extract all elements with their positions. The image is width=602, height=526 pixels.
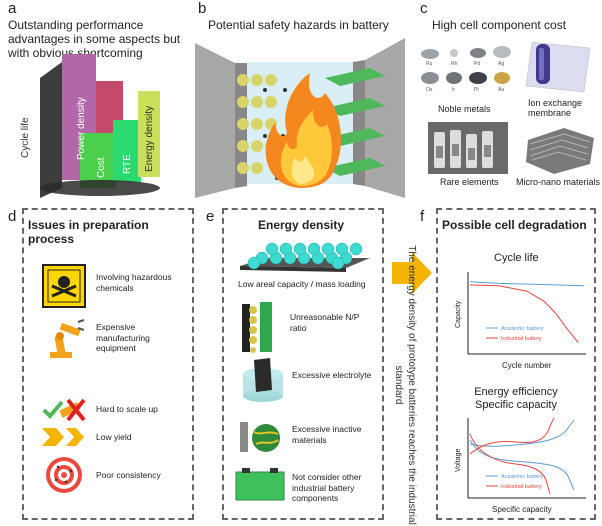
bar-label-energy-density: Energy density (144, 106, 155, 172)
panel-a-bar-chart: Cycle life Power density Cost RTE Energy… (20, 54, 160, 198)
panel-c-title: High cell component cost (432, 18, 567, 32)
panel-e-box (222, 208, 384, 520)
academic-charge-curve (469, 419, 575, 447)
panel-d-letter: d (8, 208, 17, 225)
chart2-legend-label-0: Academic battery (501, 474, 544, 480)
issue-poor-consistency: Poor consistency (96, 470, 161, 480)
np-ratio-icon (242, 302, 272, 353)
panel-f-box (436, 208, 596, 520)
issue-excessive-electrolyte: Excessive electrolyte (292, 370, 372, 380)
mass-loading-caption: Low areal capacity / mass loading (238, 279, 366, 289)
panel-e-letter: e (206, 208, 215, 225)
electrolyte-icon (243, 358, 283, 402)
panel-d-box (22, 208, 194, 520)
industrial-discharge-curve (469, 433, 551, 495)
panel-b-title: Potential safety hazards in battery (208, 18, 389, 32)
bar-label-power-density: Power density (76, 97, 87, 160)
chart1-series-0 (469, 281, 585, 287)
rare-elements-label: Rare elements (440, 177, 499, 187)
issue-np-ratio: Unreasonable N/P ratio (290, 312, 360, 333)
scale-up-icon (42, 398, 86, 422)
noble-metals-image: Ru Rh Pd Ag Os Ir Pt Au (421, 46, 511, 93)
micro-nano-image (524, 120, 596, 176)
academic-discharge-curve (469, 439, 575, 491)
cycle-life-chart: Capacity Cycle number Academic batteryIn… (455, 272, 586, 370)
panel-e-title: Energy density (258, 218, 345, 232)
ion-membrane-image (525, 41, 591, 93)
metal-label-2: Pd (474, 61, 480, 67)
industrial-charge-curve (469, 417, 555, 455)
rte-bar (113, 120, 141, 182)
micro-nano-label: Micro-nano materials (516, 177, 601, 187)
metal-label-4: Os (426, 87, 433, 93)
low-yield-icon (42, 428, 84, 446)
metal-label-6: Pt (474, 87, 479, 93)
chart1-legend-label-1: Industrial battery (501, 336, 542, 342)
bar-label-cycle-life: Cycle life (20, 117, 31, 158)
panel-a-letter: a (8, 0, 17, 17)
progress-arrow-icon (392, 252, 432, 294)
arrow-caption: The energy density of prototype batterie… (393, 245, 417, 525)
hazard-icon (42, 264, 86, 308)
panel-a-title: Outstanding performance advantages in so… (8, 18, 181, 60)
battery-fire-illustration (195, 38, 405, 198)
metal-label-5: Ir (452, 87, 455, 93)
metal-label-0: Ru (426, 61, 433, 67)
bar-label-cost: Cost (96, 157, 107, 178)
chart1-xlabel: Cycle number (502, 361, 552, 370)
chart2-legend-label-1: Industrial battery (501, 484, 542, 490)
metal-label-3: Ag (498, 61, 504, 67)
chart2-xlabel: Specific capacity (492, 505, 552, 514)
chart1-ylabel: Capacity (455, 300, 462, 328)
ion-membrane-label: Ion exchange membrane (528, 98, 583, 118)
battery-component-icon (235, 468, 285, 501)
issue-hazardous: Involving hazardous chemicals (96, 272, 172, 293)
chart-base (40, 180, 160, 196)
issue-scale-up: Hard to scale up (96, 404, 158, 414)
metal-label-7: Au (498, 87, 504, 93)
issue-other-components: Not consider other industrial battery co… (292, 472, 362, 503)
voltage-chart: Voltage Specific capacity Academic batte… (455, 417, 586, 514)
cost-bar (80, 133, 116, 188)
panel-f-title: Possible cell degradation (442, 218, 587, 232)
chart1-legend-label-0: Academic battery (501, 326, 544, 332)
robot-arm-icon (50, 319, 85, 358)
panel-c-letter: c (420, 0, 428, 17)
target-icon (46, 457, 82, 493)
issue-expensive-equipment: Expensive manufacturing equipment (96, 322, 150, 353)
mass-loading-icon (240, 242, 370, 272)
cycle-life-bar (40, 62, 62, 198)
issue-inactive-materials: Excessive inactive materials (292, 424, 362, 445)
rare-elements-image (428, 122, 508, 174)
panel-f-letter: f (420, 208, 425, 225)
chart2-title: Energy efficiency Specific capacity (474, 386, 558, 411)
issue-low-yield: Low yield (96, 432, 132, 442)
chart2-ylabel: Voltage (455, 449, 462, 472)
inactive-materials-icon (240, 422, 280, 452)
metal-label-1: Rh (451, 61, 458, 67)
panel-d-title: Issues in preparation process (28, 218, 149, 246)
noble-metals-label: Noble metals (438, 104, 491, 114)
energy-density-bar (138, 91, 160, 177)
chart1-series-1 (469, 284, 579, 343)
bar-label-rte: RTE (122, 154, 133, 174)
chart1-title: Cycle life (494, 252, 539, 264)
panel-b-letter: b (198, 0, 207, 17)
